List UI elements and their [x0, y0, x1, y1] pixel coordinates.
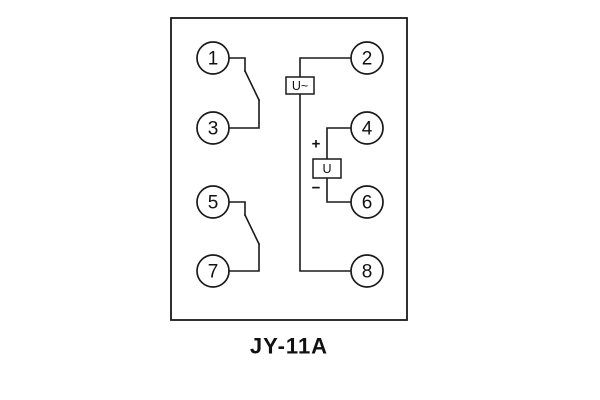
terminal-4-circle	[350, 111, 384, 145]
ac-voltage-element-label: U~	[292, 79, 308, 93]
terminal-7: 7	[196, 254, 230, 288]
dc-voltage-element-box	[312, 158, 342, 179]
terminal-2-label: 2	[362, 49, 373, 70]
wire-terminal-5-stub	[228, 201, 246, 216]
terminal-5-label: 5	[208, 193, 219, 214]
terminal-3-circle	[196, 111, 230, 145]
terminal-8-circle	[350, 254, 384, 288]
wire-terminal-3-stub	[228, 99, 260, 129]
ac-voltage-element-box	[285, 76, 315, 95]
terminal-8: 8	[350, 254, 384, 288]
wire-4-to-element	[326, 127, 352, 160]
wire-element-to-6	[326, 177, 352, 203]
terminal-1: 1	[196, 41, 230, 75]
terminal-1-label: 1	[208, 49, 219, 70]
terminal-7-label: 7	[208, 262, 219, 283]
terminal-6-circle	[350, 185, 384, 219]
contact-blade-1-3	[243, 69, 261, 102]
wire-terminal-7-stub	[228, 243, 260, 272]
terminal-3-label: 3	[208, 119, 219, 140]
terminal-1-circle	[196, 41, 230, 75]
terminal-4: 4	[350, 111, 384, 145]
contact-blade-5-7	[243, 213, 261, 246]
polarity-plus-label: +	[312, 136, 321, 153]
terminal-4-label: 4	[362, 119, 373, 140]
terminal-5: 5	[196, 185, 230, 219]
terminal-5-circle	[196, 185, 230, 219]
wire-2-to-8	[299, 57, 352, 272]
diagram-title: JY-11A	[250, 334, 328, 359]
terminal-7-circle	[196, 254, 230, 288]
terminal-3: 3	[196, 111, 230, 145]
terminal-2-circle	[350, 41, 384, 75]
terminal-6: 6	[350, 185, 384, 219]
terminal-8-label: 8	[362, 262, 373, 283]
polarity-minus-label: −	[312, 180, 321, 197]
terminal-2: 2	[350, 41, 384, 75]
dc-voltage-element-label: U	[322, 162, 331, 176]
wire-terminal-1-stub	[228, 57, 246, 72]
terminal-6-label: 6	[362, 193, 373, 214]
relay-body-outline	[170, 17, 408, 321]
